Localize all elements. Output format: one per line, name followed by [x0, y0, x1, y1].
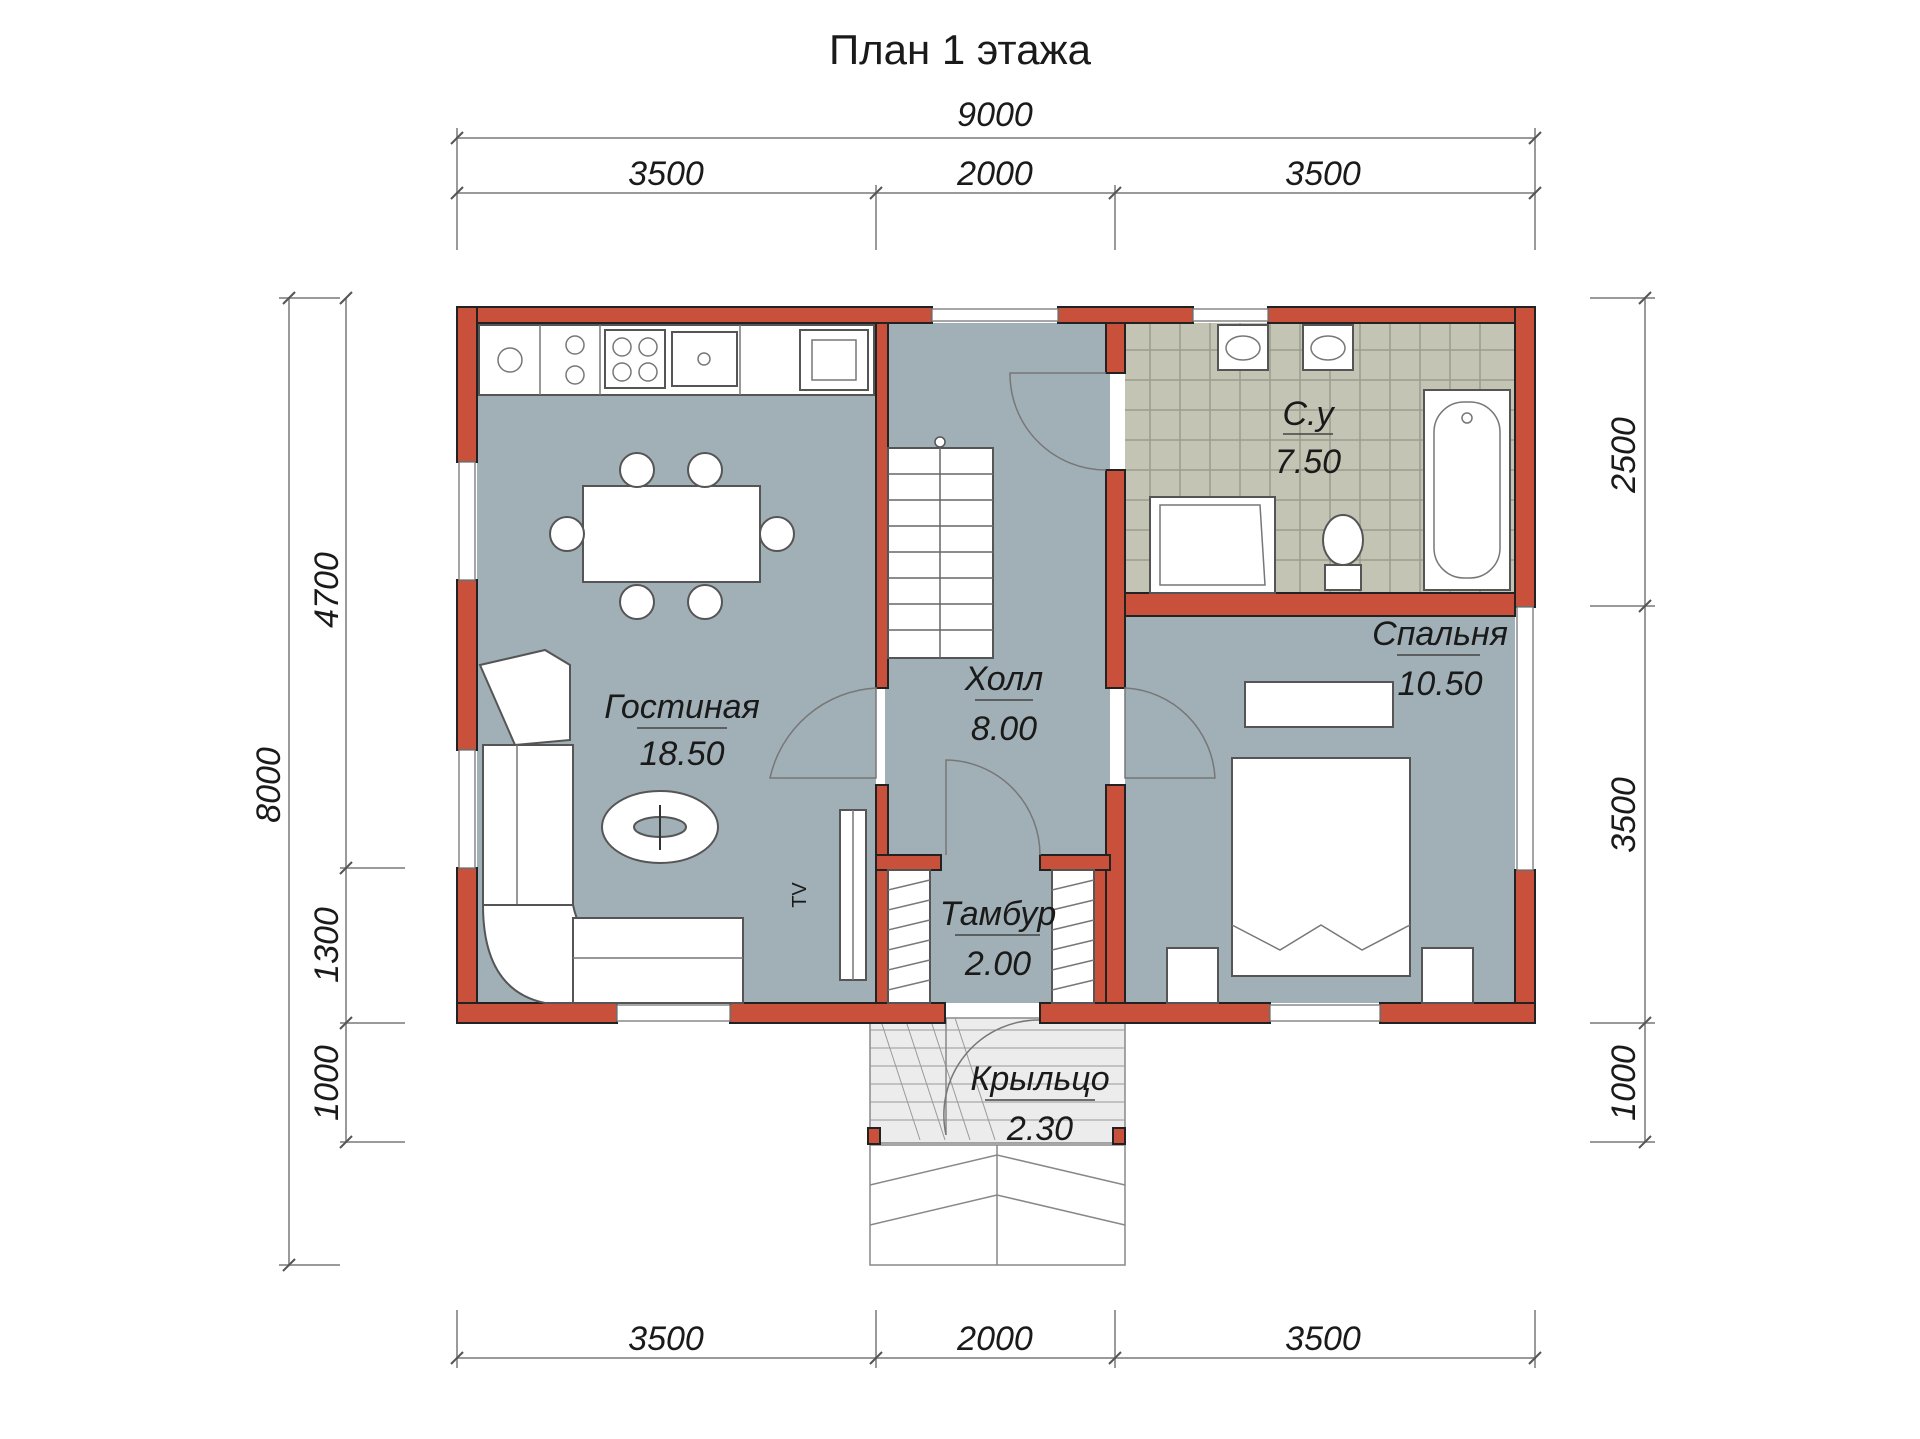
doors — [769, 372, 1216, 856]
room-name-porch: Крыльцо — [970, 1060, 1109, 1098]
windows — [458, 308, 1534, 1022]
coffee-table — [601, 790, 719, 864]
room-name-hall: Холл — [964, 660, 1043, 698]
dim-left-lower: 1000 — [308, 1045, 346, 1121]
room-name-vestibule: Тамбур — [940, 895, 1057, 933]
kitchen-counter — [478, 324, 875, 396]
dim-right-middle: 3500 — [1605, 777, 1643, 853]
porch — [867, 1017, 1126, 1266]
bottom-dimensions: 3500 2000 3500 — [450, 1310, 1542, 1368]
tv-stand: TV — [789, 809, 867, 981]
right-dimensions: 2500 3500 1000 — [1590, 291, 1655, 1149]
left-dimensions: 8000 4700 1300 1000 — [250, 291, 405, 1272]
vestibule-wardrobes — [887, 869, 1095, 1004]
walls — [456, 306, 1536, 1024]
bedroom-furniture — [1166, 681, 1474, 1004]
corner-sofa — [478, 648, 744, 1004]
room-area-vestibule: 2.00 — [964, 945, 1031, 983]
dim-bottom-mid: 2000 — [956, 1320, 1033, 1358]
room-name-living: Гостиная — [604, 688, 760, 726]
tv-label: TV — [789, 882, 811, 908]
room-area-living: 18.50 — [639, 735, 724, 773]
dim-bottom-right: 3500 — [1285, 1320, 1361, 1358]
dim-right-lower: 1000 — [1605, 1045, 1643, 1121]
dining-table — [549, 452, 795, 620]
room-area-hall: 8.00 — [971, 710, 1037, 748]
room-name-bathroom: С.у — [1283, 395, 1336, 433]
staircase — [887, 436, 994, 659]
dim-top-left: 3500 — [628, 155, 704, 193]
dim-top-total: 9000 — [957, 96, 1033, 134]
dim-bottom-left: 3500 — [628, 1320, 704, 1358]
dim-right-upper: 2500 — [1605, 417, 1643, 494]
room-area-bathroom: 7.50 — [1275, 443, 1341, 481]
dim-top-right: 3500 — [1285, 155, 1361, 193]
dim-left-total: 8000 — [250, 747, 288, 823]
room-labels: Гостиная 18.50 Холл 8.00 С.у 7.50 Спальн… — [604, 395, 1508, 1148]
top-dimensions: 9000 3500 2000 3500 — [450, 96, 1542, 250]
bathroom-fixtures — [1149, 324, 1511, 594]
dim-left-middle: 1300 — [308, 907, 346, 983]
room-area-porch: 2.30 — [1006, 1110, 1073, 1148]
room-area-bedroom: 10.50 — [1397, 665, 1482, 703]
room-name-bedroom: Спальня — [1372, 615, 1508, 653]
dim-left-upper: 4700 — [308, 552, 346, 628]
plan-title: План 1 этажа — [829, 26, 1092, 73]
dim-top-mid: 2000 — [956, 155, 1033, 193]
